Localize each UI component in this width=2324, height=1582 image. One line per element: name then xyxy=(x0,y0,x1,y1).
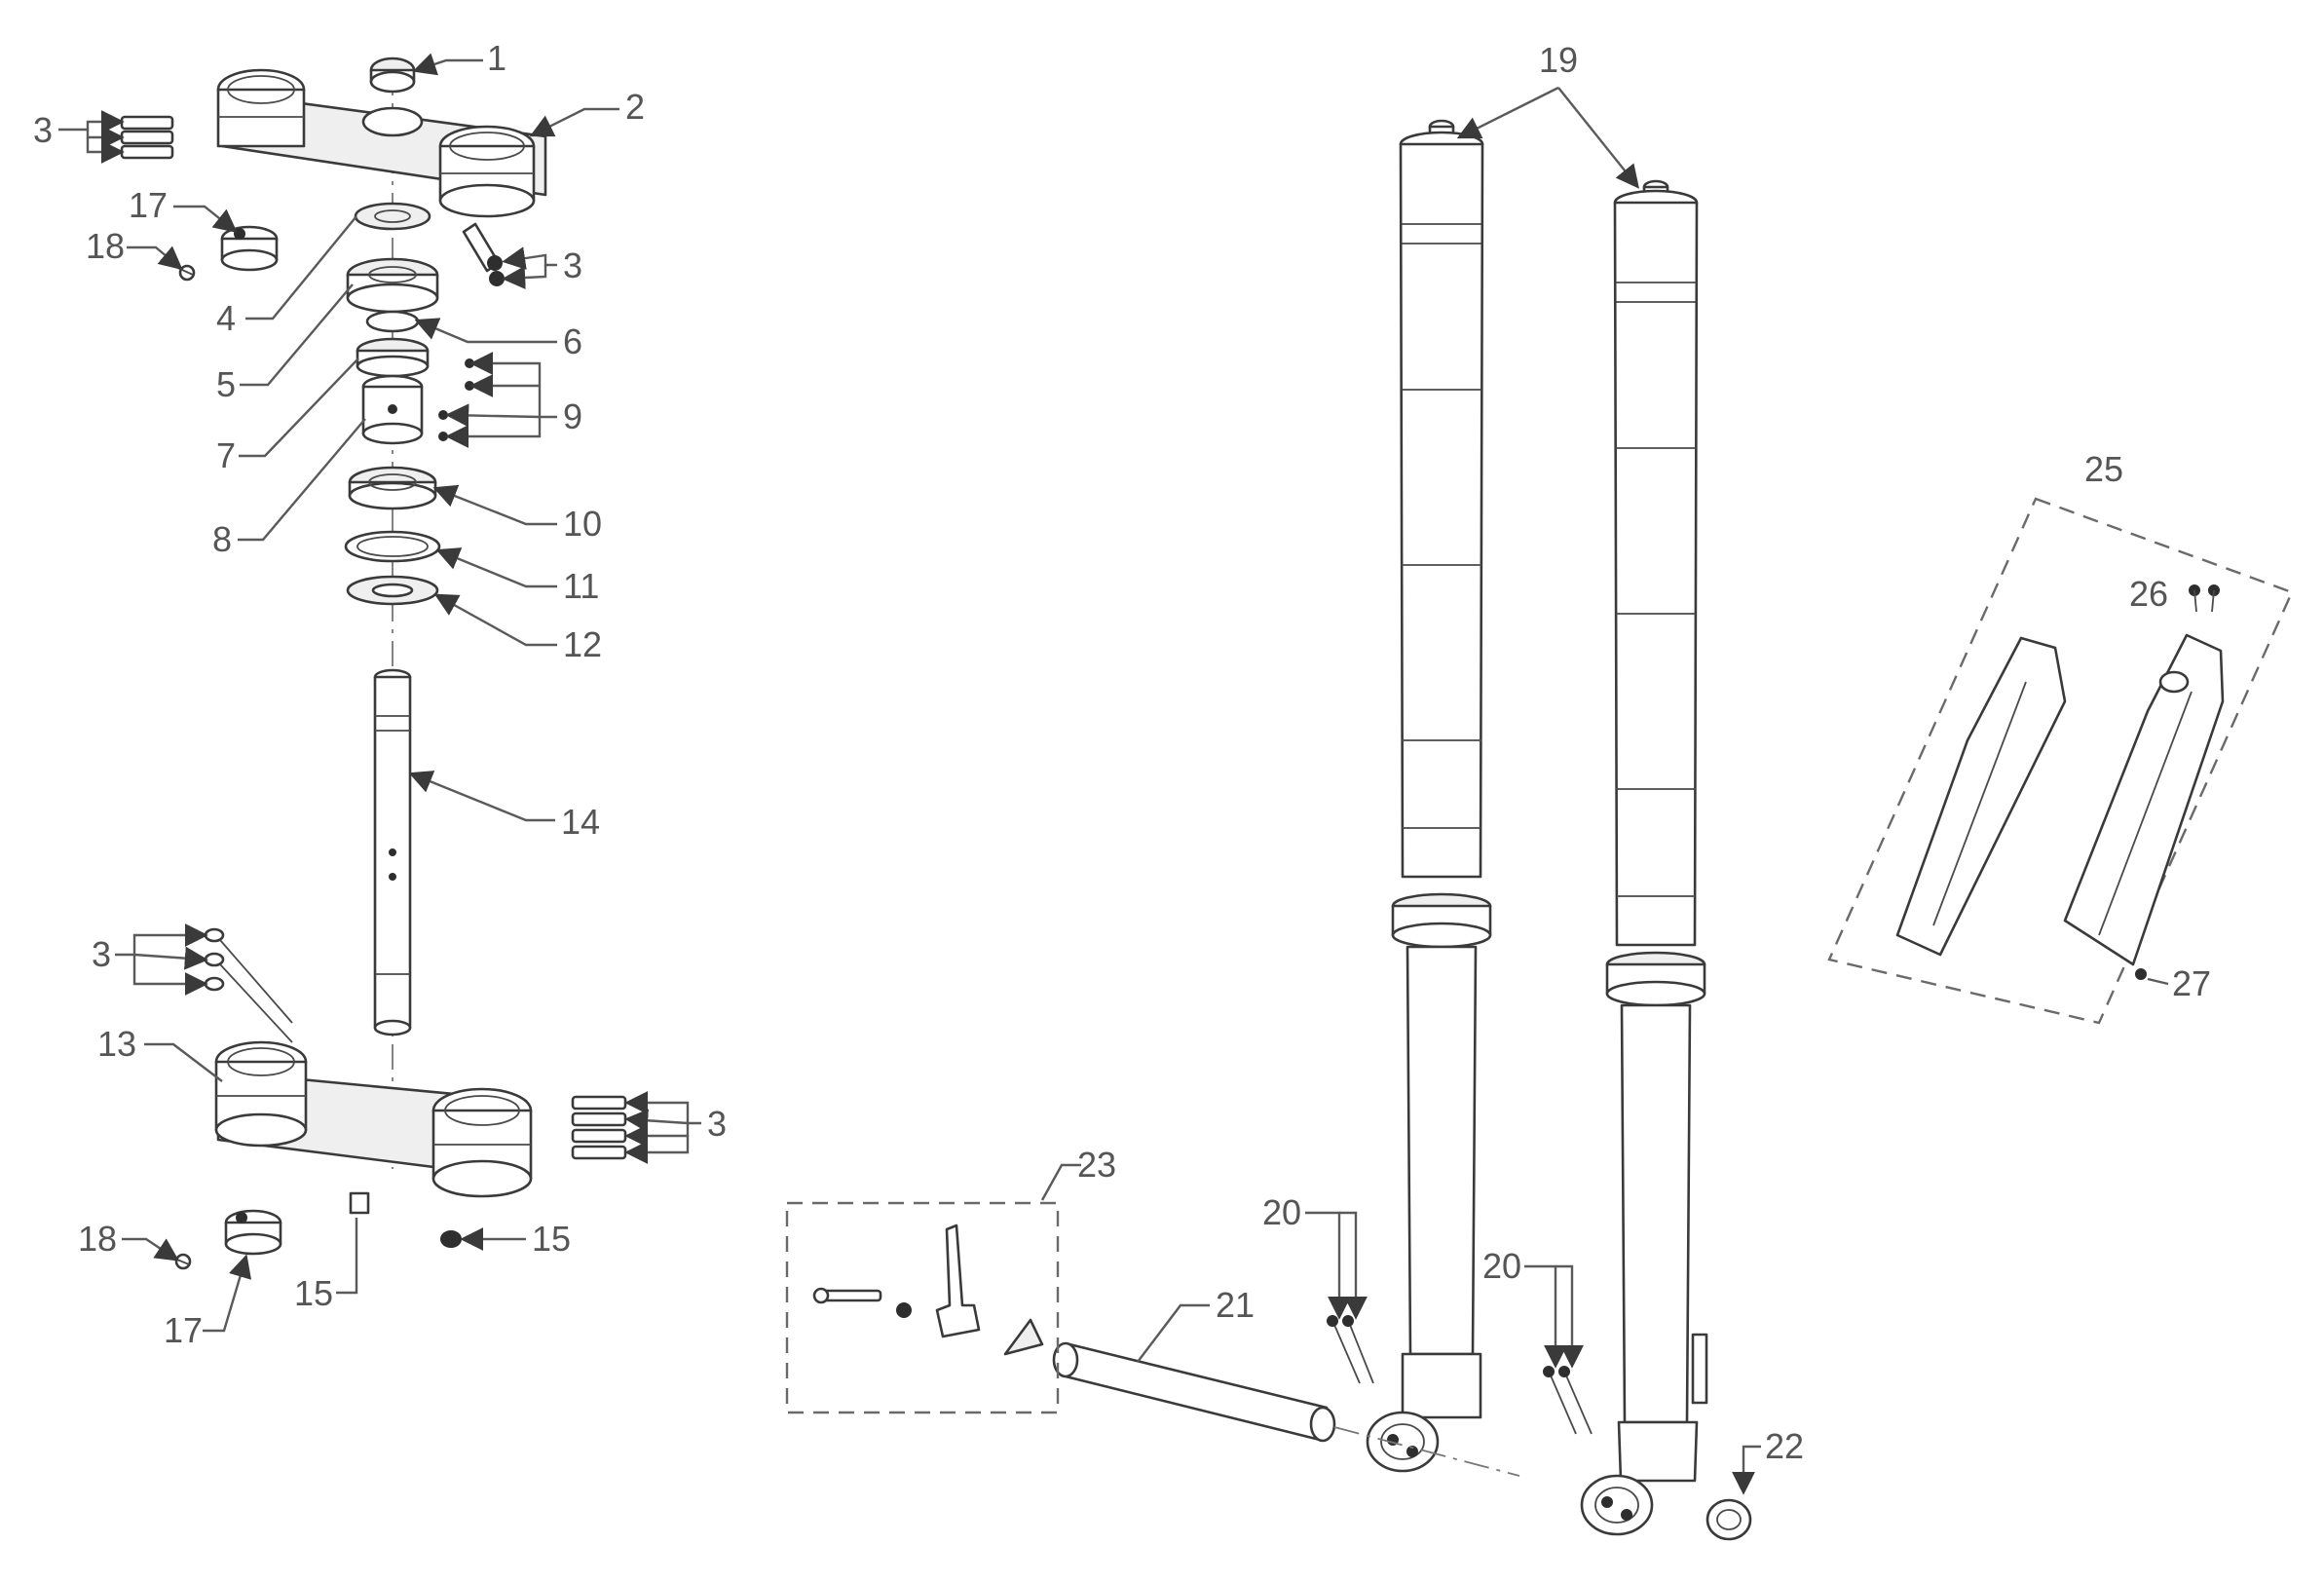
callout-11: 11 xyxy=(563,566,599,606)
callout-26: 26 xyxy=(2129,574,2168,614)
callout-14: 14 xyxy=(561,802,600,842)
part-17-upper-cap xyxy=(220,225,279,272)
part-23-lever xyxy=(935,1224,981,1338)
callout-18-lower: 18 xyxy=(78,1219,117,1259)
callout-1: 1 xyxy=(487,38,506,78)
part-23-washer xyxy=(896,1302,912,1318)
part-6-seal-ring xyxy=(365,310,420,333)
part-1-stem-nut xyxy=(369,56,416,94)
callout-8: 8 xyxy=(212,519,232,559)
part-13-lower-triple-clamp xyxy=(214,1040,533,1198)
callout-2: 2 xyxy=(625,87,645,127)
part-21-axle xyxy=(1052,1341,1520,1477)
callout-4: 4 xyxy=(216,298,236,338)
callout-17-upper: 17 xyxy=(129,185,168,225)
callout-12: 12 xyxy=(563,624,602,664)
part-18-lower-screw xyxy=(165,1253,192,1270)
part-26-screws xyxy=(2189,584,2220,613)
part-9-small-screws xyxy=(438,358,474,441)
part-5-bearing-cup xyxy=(346,257,439,314)
part-27-screw xyxy=(2135,968,2147,980)
part-11-seal xyxy=(344,530,441,563)
part-7-bearing xyxy=(356,337,430,378)
left-fork-leg xyxy=(1366,119,1492,1473)
part-3-lower-left-bolts xyxy=(204,927,293,1043)
part-25-left-guard xyxy=(1895,636,2067,957)
callout-20-left: 20 xyxy=(1262,1192,1301,1232)
leader-lines xyxy=(58,53,2169,1495)
part-20-pinch-bolts-right xyxy=(1543,1366,1593,1435)
callout-5: 5 xyxy=(216,364,236,404)
callout-3-upper-left: 3 xyxy=(33,110,53,150)
group-25-fork-guards xyxy=(1827,497,2294,1025)
callout-20-right: 20 xyxy=(1482,1246,1521,1286)
steering-assembly xyxy=(120,56,627,1270)
part-23-bolt xyxy=(812,1287,882,1304)
part-4-dust-seal xyxy=(354,202,431,231)
right-fork-leg xyxy=(1580,179,1708,1536)
callout-13: 13 xyxy=(97,1024,136,1064)
callout-7: 7 xyxy=(216,435,236,475)
callout-15-left: 15 xyxy=(294,1273,333,1313)
part-14-steering-stem xyxy=(373,668,412,1036)
callout-15-right: 15 xyxy=(532,1219,571,1259)
part-22-axle-nut xyxy=(1706,1498,1752,1541)
callout-17-lower: 17 xyxy=(164,1310,203,1350)
callout-3-upper-right: 3 xyxy=(563,245,582,285)
callout-10: 10 xyxy=(563,504,602,544)
callout-22: 22 xyxy=(1765,1426,1804,1466)
callout-23: 23 xyxy=(1077,1145,1116,1185)
part-12-dust-washer xyxy=(346,575,439,606)
callout-27: 27 xyxy=(2172,963,2211,1003)
callout-19: 19 xyxy=(1539,40,1578,80)
callout-6: 6 xyxy=(563,321,582,361)
callout-18-upper: 18 xyxy=(86,226,125,266)
part-3-lower-right-bolts xyxy=(571,1095,627,1160)
callout-labels: 1 2 3 3 17 18 4 6 5 9 7 10 8 11 12 14 3 … xyxy=(33,38,2211,1466)
part-25-right-guard xyxy=(2063,633,2225,966)
part-23-cam xyxy=(1003,1318,1044,1356)
part-8-adjuster-sleeve xyxy=(361,374,424,445)
part-3-upper-bolts xyxy=(120,115,174,160)
callout-25: 25 xyxy=(2084,449,2123,489)
callout-3-lower-left: 3 xyxy=(92,934,111,974)
part-3-side-bolts xyxy=(462,222,505,286)
part-18-upper-screw xyxy=(170,264,196,282)
part-2-upper-triple-clamp xyxy=(216,68,547,218)
callout-3-lower-right: 3 xyxy=(707,1104,727,1144)
part-10-lower-bearing xyxy=(348,466,437,510)
part-15-nuts xyxy=(349,1191,462,1248)
part-17-lower-cap xyxy=(224,1209,282,1256)
part-20-pinch-bolts-left xyxy=(1327,1315,1374,1384)
group-23-axle-pull xyxy=(785,1201,1060,1414)
callout-21: 21 xyxy=(1216,1285,1255,1325)
fork-legs xyxy=(1052,119,1752,1541)
callout-9: 9 xyxy=(563,396,582,436)
